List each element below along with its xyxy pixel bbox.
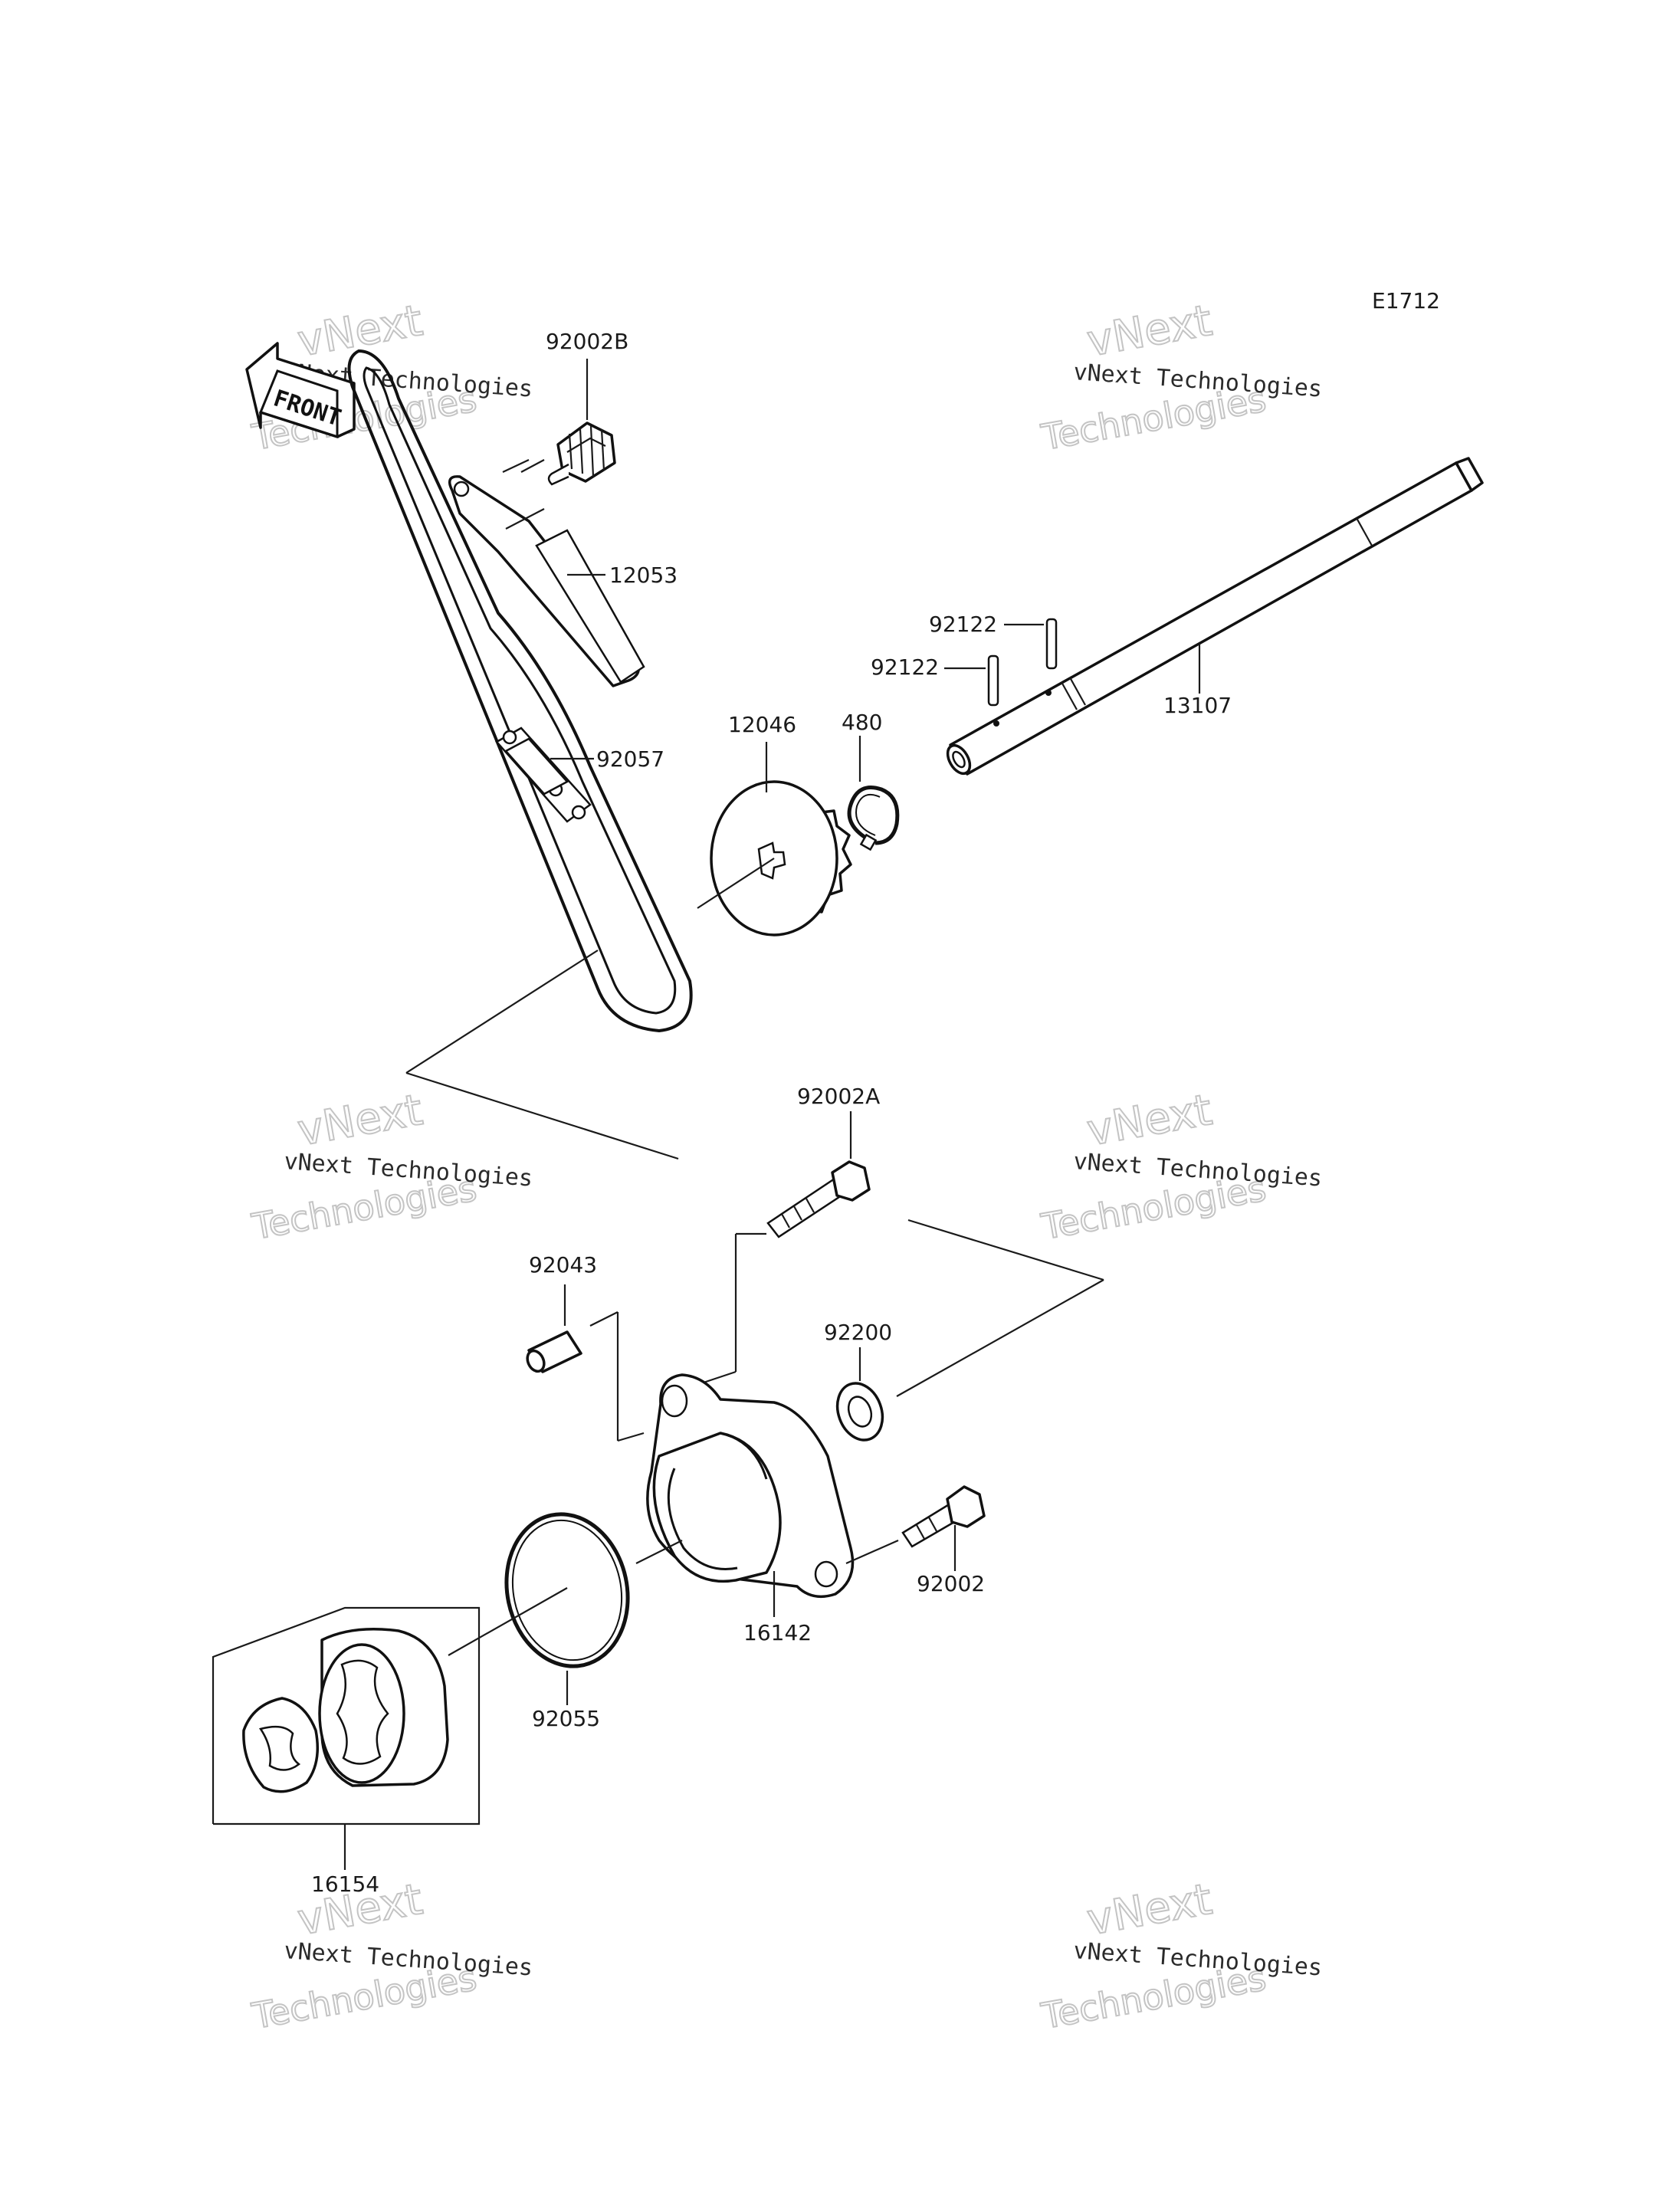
bolt-92002a bbox=[766, 1160, 871, 1238]
pin-92122-upper bbox=[1045, 618, 1058, 670]
dowel-92043 bbox=[526, 1330, 582, 1373]
drive-chain bbox=[347, 349, 693, 1033]
pin-92122-lower bbox=[987, 654, 999, 707]
label-16154: 16154 bbox=[311, 1871, 379, 1897]
watermark-brand: vNext bbox=[1084, 1875, 1216, 1945]
watermark-brand: vNext bbox=[1084, 1085, 1216, 1156]
watermark-brand: vNext bbox=[294, 1085, 426, 1156]
label-92200: 92200 bbox=[824, 1320, 892, 1345]
rotor-kit-16154 bbox=[212, 1606, 481, 1825]
sprocket-12046 bbox=[710, 780, 852, 936]
label-12046: 12046 bbox=[728, 712, 796, 737]
label-92122-lower: 92122 bbox=[871, 654, 939, 680]
chain-guide-12053 bbox=[448, 475, 645, 687]
label-12053: 12053 bbox=[609, 563, 678, 588]
circlip-480 bbox=[847, 786, 900, 851]
label-92057: 92057 bbox=[596, 746, 664, 772]
label-92002a: 92002A bbox=[797, 1084, 880, 1109]
label-92043: 92043 bbox=[529, 1252, 597, 1278]
label-13107: 13107 bbox=[1163, 693, 1232, 718]
bolt-92002 bbox=[901, 1485, 986, 1548]
chain-joint-92057 bbox=[495, 727, 592, 823]
shaft-13107 bbox=[946, 457, 1484, 776]
label-92122-upper: 92122 bbox=[929, 612, 997, 637]
label-92002b: 92002B bbox=[546, 329, 628, 354]
bolt-92002b bbox=[547, 422, 616, 486]
watermark-brand: vNext bbox=[1084, 296, 1216, 366]
washer-92200 bbox=[835, 1382, 884, 1442]
o-ring-92055 bbox=[504, 1512, 630, 1668]
label-92002: 92002 bbox=[917, 1571, 985, 1596]
watermark-brand: vNext bbox=[294, 296, 426, 366]
label-480: 480 bbox=[842, 710, 882, 735]
pump-housing-16142 bbox=[646, 1373, 855, 1599]
diagram-code: E1712 bbox=[1372, 288, 1440, 313]
label-92055: 92055 bbox=[532, 1706, 600, 1731]
label-16142: 16142 bbox=[743, 1620, 812, 1645]
